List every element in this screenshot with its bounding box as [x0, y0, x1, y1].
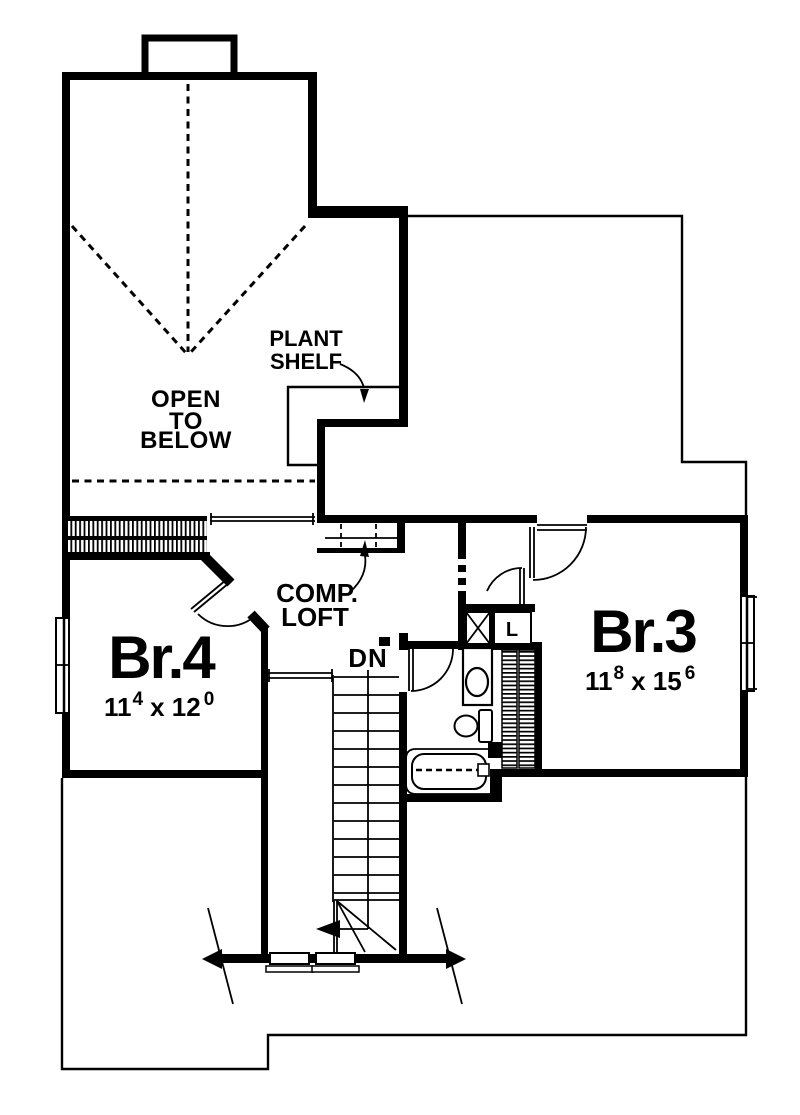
toilet-bowl: [453, 714, 479, 738]
door-bath: [408, 648, 454, 692]
door-hall: [486, 567, 525, 605]
label-open-to-below-1: OPEN: [151, 386, 221, 413]
window-landing-right: [311, 952, 360, 973]
label-dn: DN: [348, 643, 388, 673]
tub-drain: [477, 763, 490, 777]
bathtub: [405, 748, 490, 795]
room-label-br3: Br.3: [590, 598, 696, 665]
door-br3: [529, 524, 587, 581]
comp-loft-leader-arrow: [349, 540, 369, 593]
door-br4: [190, 579, 257, 628]
window-br3-east: [740, 595, 757, 692]
label-linen: L: [506, 619, 518, 641]
chase-box: [465, 611, 491, 645]
label-comp-loft-1: COMP.: [276, 578, 358, 608]
br4-corner-walls: [200, 552, 270, 634]
sink: [464, 666, 490, 698]
bathroom: [405, 646, 494, 795]
label-plant-shelf-1: PLANT: [269, 326, 343, 351]
stair-treads: [334, 676, 399, 901]
window-landing-left: [265, 952, 314, 973]
stair-direction-arrow: [316, 670, 369, 938]
chimney: [141, 34, 238, 80]
comp-loft-counter: [325, 524, 397, 549]
room-label-br4: Br.4: [108, 624, 216, 691]
roof-outline-below: [60, 214, 748, 1071]
linen-closet: [490, 611, 532, 645]
open-to-below-roof-lines: [70, 84, 315, 483]
stairwell-edge: [268, 669, 333, 682]
label-open-to-below-3: BELOW: [140, 427, 232, 454]
walls: [62, 72, 748, 963]
label-open-to-below-2: TO: [169, 408, 203, 435]
window-br4-west: [55, 617, 70, 714]
plant-shelf-outline: [286, 385, 399, 467]
labels: OPEN TO BELOW PLANT SHELF COMP. LOFT DN …: [104, 326, 698, 722]
stairs: [316, 670, 399, 953]
ledge-line: [210, 513, 315, 525]
plant-shelf-leader-arrow: [339, 363, 369, 403]
label-plant-shelf-2: SHELF: [270, 349, 342, 374]
label-comp-loft-2: LOFT: [281, 602, 349, 632]
stair-winders: [333, 900, 397, 953]
toilet-tank: [478, 709, 493, 743]
br3-closet-shelving: [501, 649, 536, 769]
break-line-left: [202, 907, 234, 1005]
balcony-railing: [68, 521, 207, 552]
break-line-right: [436, 907, 466, 1005]
